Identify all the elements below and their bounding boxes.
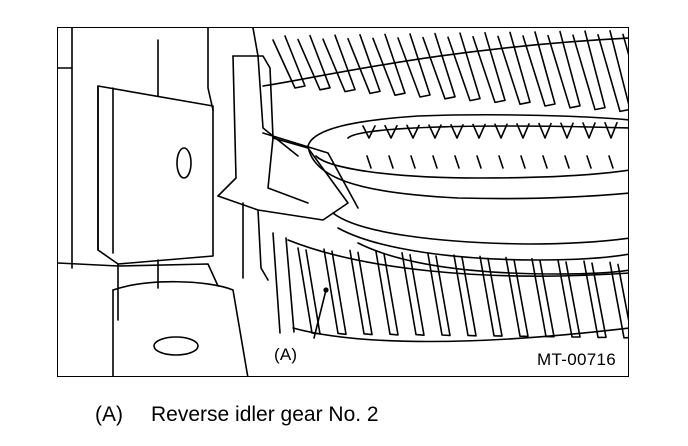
idler-gear-tooth xyxy=(349,249,373,336)
idler-gear-tooth xyxy=(427,253,451,337)
upper-gear-tooth xyxy=(272,35,306,89)
synchro-ring-tooth xyxy=(406,124,420,139)
synchro-ring-tooth xyxy=(362,125,376,139)
reverse-idler-gear-no-2 xyxy=(297,247,628,339)
synchro-ring-groove xyxy=(498,155,504,169)
synchro-ring-tooth xyxy=(428,124,442,139)
synchronizer-hub xyxy=(307,113,628,275)
legend-caption: (A) Reverse idler gear No. 2 xyxy=(95,403,379,427)
idler-gear-tooth xyxy=(557,259,581,338)
idler-gear-tooth xyxy=(453,254,477,337)
synchro-ring-tooth xyxy=(516,123,530,139)
idler-gear-tooth xyxy=(375,250,399,336)
upper-gear-tooth xyxy=(547,30,581,109)
idler-gear-tooth xyxy=(609,261,628,339)
upper-gear-tooth xyxy=(597,30,628,113)
synchro-ring-tooth xyxy=(582,122,596,139)
idler-gear-tooth xyxy=(505,256,529,338)
upper-gear-tooth xyxy=(572,30,606,111)
synchro-ring-groove xyxy=(432,155,438,169)
figure-id: MT-00716 xyxy=(537,350,616,369)
upper-gear-tooth xyxy=(522,31,556,107)
caption-text: Reverse idler gear No. 2 xyxy=(151,403,379,426)
idler-gear-tooth xyxy=(531,258,555,338)
upper-gear-tooth xyxy=(447,32,481,102)
caption-key: (A) xyxy=(95,403,123,426)
idler-gear-tooth xyxy=(583,260,607,339)
synchro-ring-groove xyxy=(410,155,416,169)
callout-a-leader xyxy=(313,287,329,339)
synchro-ring-groove xyxy=(542,155,548,169)
idler-gear-top-edge xyxy=(287,239,628,277)
idler-gear-bottom-edge xyxy=(292,327,628,343)
upper-gear-tooth xyxy=(472,31,506,104)
upper-gear-tooth xyxy=(322,34,356,93)
synchro-ring-tooth xyxy=(538,122,552,139)
synchro-ring-groove xyxy=(608,155,614,169)
synchro-ring-tooth xyxy=(494,123,508,139)
synchro-ring-groove xyxy=(564,155,570,169)
synchro-ring-tooth xyxy=(384,124,398,139)
synchro-ring-groove xyxy=(366,155,372,169)
upper-gear-tooth xyxy=(397,33,431,98)
synchro-ring-tooth xyxy=(604,121,618,139)
upper-gear-edge xyxy=(262,37,628,87)
synchro-ring-tooth xyxy=(450,124,464,139)
upper-gear-tooth xyxy=(497,31,531,105)
idler-gear-tooth xyxy=(479,255,503,337)
gear-assembly-drawing xyxy=(58,28,628,376)
synchro-ring-groove xyxy=(476,155,482,169)
synchro-ring-teeth xyxy=(362,121,618,169)
synchro-ring-groove xyxy=(388,155,394,169)
upper-gear-tooth xyxy=(347,34,381,95)
idler-gear-tooth xyxy=(323,248,347,336)
technical-illustration: (A) MT-00716 xyxy=(57,27,629,377)
callout-a-label: (A) xyxy=(274,345,298,364)
upper-gear-teeth xyxy=(272,30,628,113)
upper-gear-tooth xyxy=(622,33,628,56)
synchro-ring-groove xyxy=(520,155,526,169)
idler-gear-tooth xyxy=(401,252,425,336)
upper-gear-tooth xyxy=(372,33,406,96)
shift-fork xyxy=(207,28,359,281)
idler-gear-tooth xyxy=(297,247,321,335)
synchro-ring-tooth xyxy=(560,122,574,139)
synchro-ring-groove xyxy=(454,155,460,169)
transmission-case xyxy=(58,28,249,376)
upper-gear-tooth xyxy=(422,32,456,100)
synchro-ring-groove xyxy=(586,155,592,169)
synchro-ring-tooth xyxy=(472,123,486,139)
upper-gear-tooth xyxy=(297,34,331,91)
